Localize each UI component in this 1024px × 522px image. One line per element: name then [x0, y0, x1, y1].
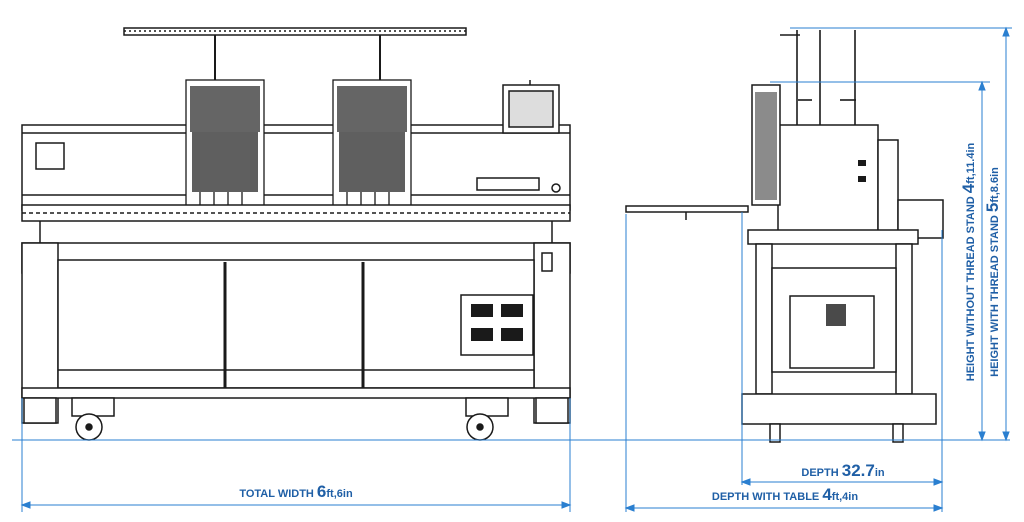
height-with-stand-label: HEIGHT WITH THREAD STAND 5ft,8.6in [983, 167, 1002, 377]
front-stand [21, 242, 571, 424]
side-thread-stand [780, 30, 856, 128]
side-view [625, 30, 944, 443]
side-stand [741, 229, 937, 443]
front-table [21, 204, 571, 245]
depth-with-table-label: DEPTH WITH TABLE 4ft,4in [712, 485, 858, 504]
front-thread-stand [123, 27, 467, 86]
height-without-stand-label: HEIGHT WITHOUT THREAD STAND 4ft,11.4in [959, 142, 978, 381]
total-width-label: TOTAL WIDTH 6ft,6in [239, 482, 353, 501]
control-monitor [502, 80, 560, 134]
dimension-lines [12, 26, 1012, 512]
front-view [21, 27, 571, 441]
side-head [751, 84, 944, 241]
side-extension-table [625, 205, 749, 220]
sewing-head-right [332, 79, 412, 215]
sewing-head-left [185, 79, 265, 215]
front-electrical-panel [460, 294, 534, 356]
depth-label: DEPTH 32.7in [801, 461, 884, 480]
front-body [21, 124, 571, 211]
front-base [21, 387, 571, 441]
